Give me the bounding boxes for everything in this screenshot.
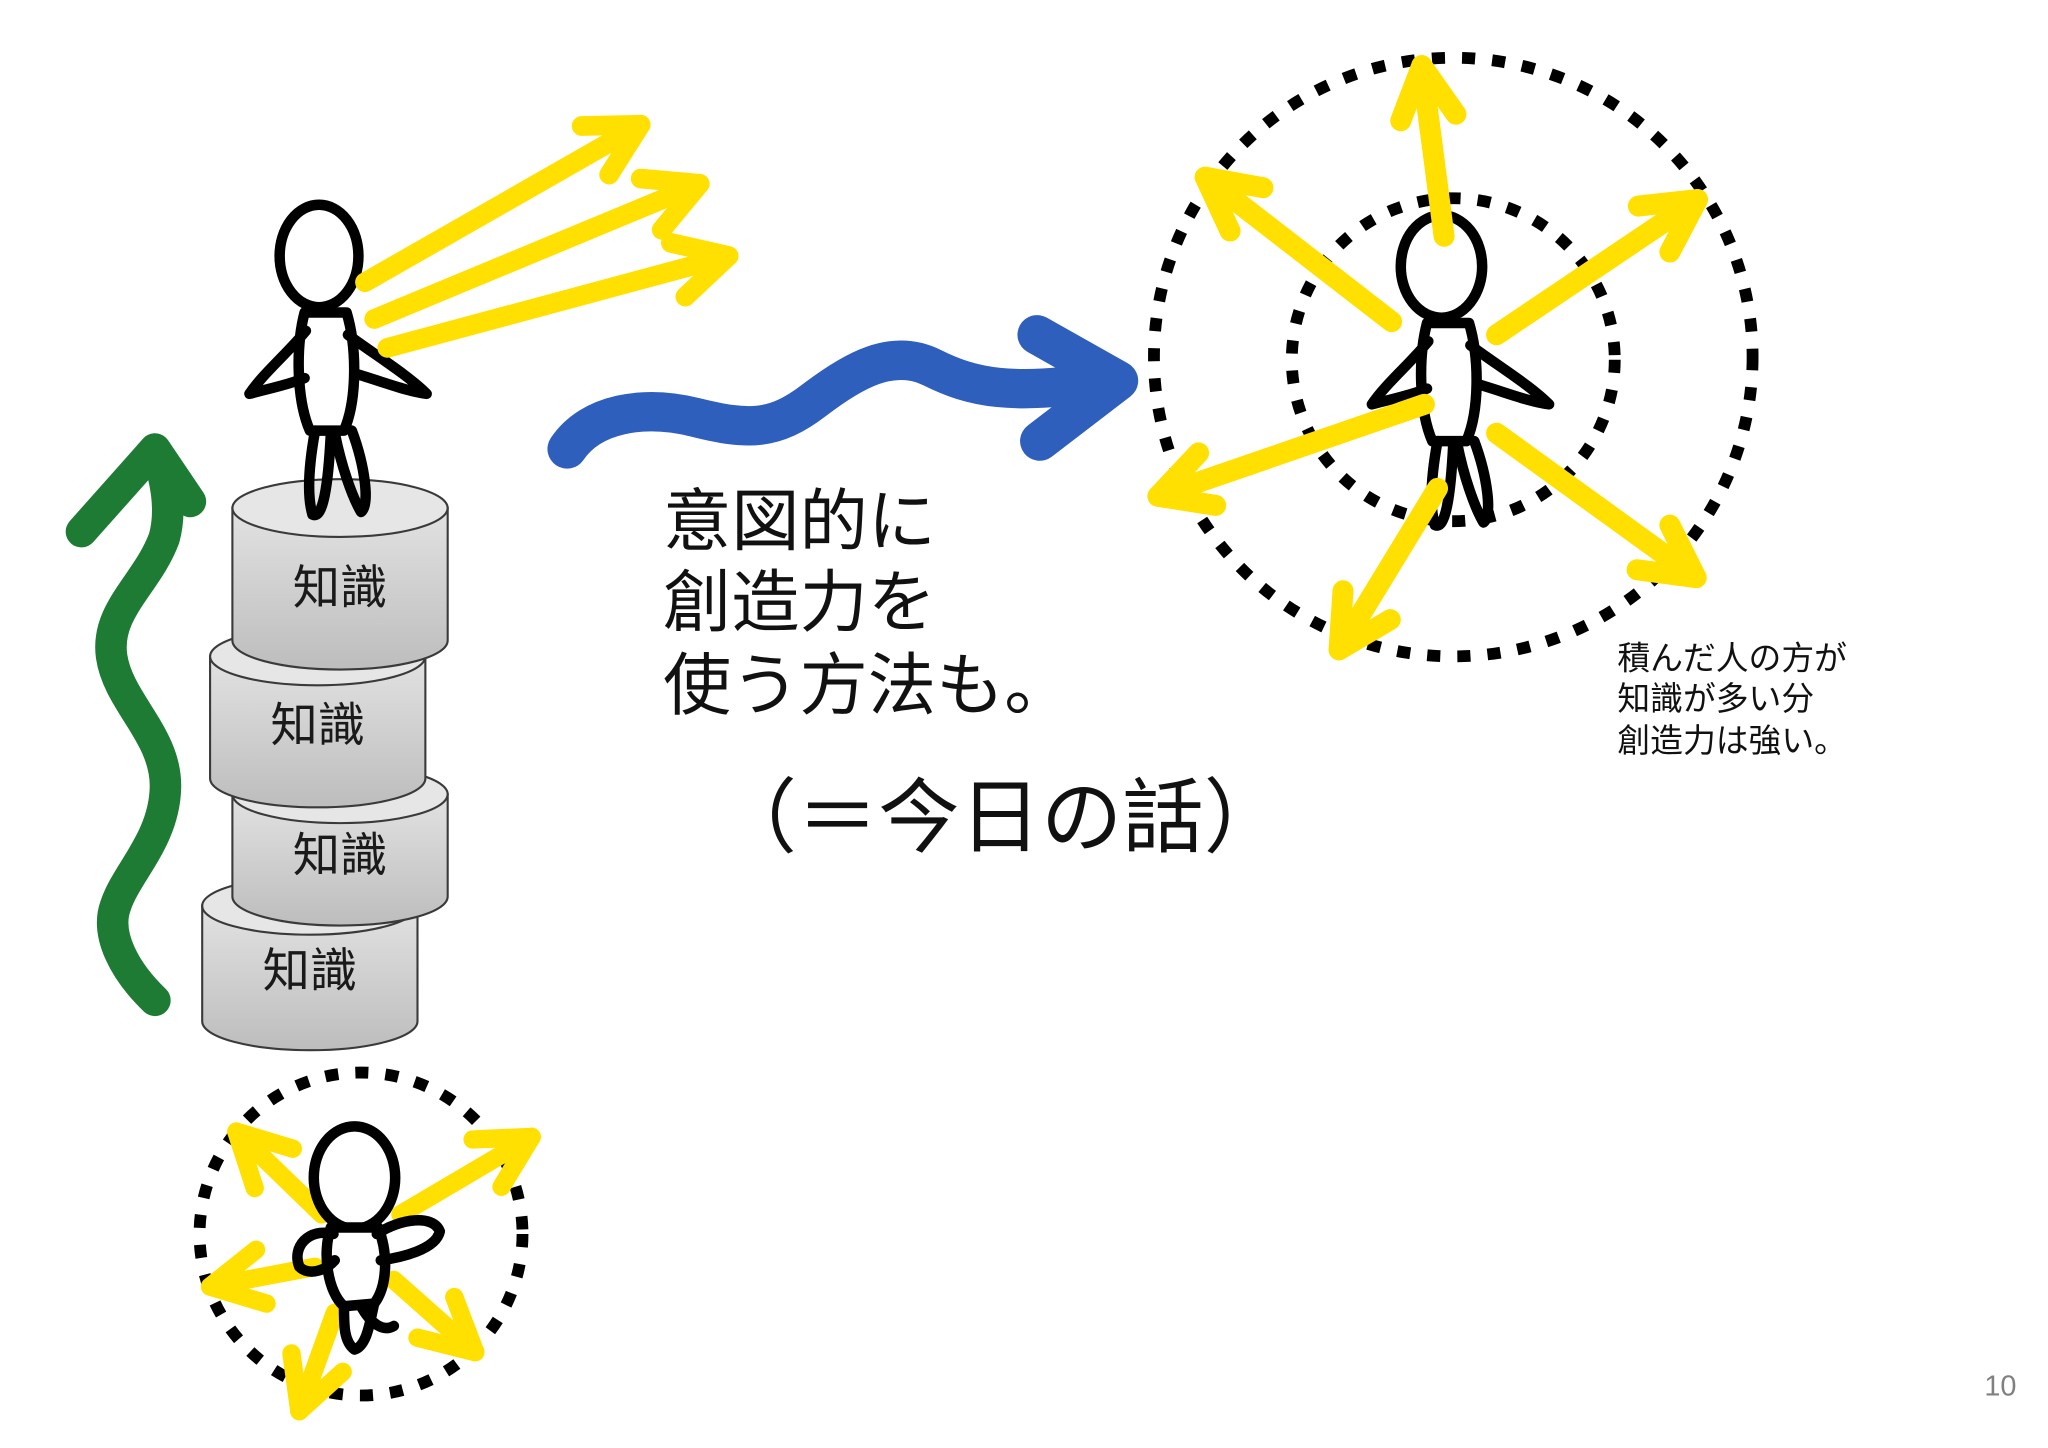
dotted-circle-icon [1148,51,1759,663]
side-note-line: 創造力は強い。 [1617,722,1847,760]
arrow-shaft [364,173,710,329]
large-reach-creativity-arrows [1147,55,1708,661]
main-message-line: 創造力を [663,564,936,643]
knowledge-cylinder-1: 知識 [231,478,449,671]
arrow-head [200,1240,276,1313]
figure-right-arm [371,1215,446,1266]
arrow-head [1328,580,1401,661]
yellow-arrow-icon [384,1270,485,1362]
cylinder-icon [231,506,449,671]
arrow-head [1627,189,1708,263]
cylinder-label: 知識 [293,829,388,884]
yellow-arrow-icon [227,1122,331,1224]
arrow-shaft [1147,393,1435,507]
arrow-shaft [1328,477,1449,661]
arrow-head [630,168,710,240]
dotted-circle-icon [193,1066,529,1402]
arrow-head [1147,442,1227,516]
cylinder-icon [231,793,449,927]
arrow-shaft [355,114,651,293]
page-number: 10 [1984,1370,2016,1402]
yellow-arrow-icon [391,1127,541,1224]
wavy-right-arrow-icon [547,315,1139,469]
yellow-arrow-icon [1328,477,1449,661]
main-message-line: 使う方法も。 [663,647,1072,726]
stick-figure-icon [292,1121,446,1355]
yellow-arrow-icon [355,114,651,293]
figure-left-leg [303,425,337,521]
cylinder-label: 知識 [263,944,358,999]
figure-left-arm [244,325,312,400]
stacked-person-creativity-arrows [355,114,739,358]
figure-left-leg [1426,435,1459,531]
arrow-head [227,1122,302,1198]
cylinder-icon [209,655,427,809]
arrow-shaft [1194,166,1403,333]
dotted-circle-icon [1285,192,1621,528]
arrow-head [1626,514,1707,589]
yellow-arrow-icon [1194,166,1403,333]
arrow-shaft [1486,422,1707,589]
arrow-head [463,1127,541,1196]
large-reach-boundary [1148,51,1759,663]
figure-right-leg [329,425,371,518]
growth-arrow-head [65,433,207,548]
yellow-arrow-icon [1486,422,1707,589]
transition-arrow-head [1017,315,1139,461]
cylinder-top [231,478,449,538]
arrow-head [408,1287,485,1362]
side-note-line: 知識が多い分 [1617,680,1814,718]
yellow-arrow-icon [1147,393,1435,516]
arrow-shaft [391,1127,541,1224]
arrow-head [571,114,651,185]
figure-left-arm [292,1227,341,1277]
arrow-head [661,233,739,307]
yellow-arrow-icon [364,168,710,329]
cylinder-icon [201,904,419,1052]
knowledge-stack: 知識 知識 知識 知識 [201,478,449,1052]
yellow-arrow-icon [377,233,739,358]
cylinder-label: 知識 [293,561,388,616]
side-note: 積んだ人の方が 知識が多い分 創造力は強い。 [1617,640,1847,761]
arrow-shaft [1486,189,1708,346]
knowledge-cylinder-2: 知識 [209,626,427,809]
main-message-line: 意図的に [663,483,936,562]
figure-right-leg [1451,435,1494,528]
yellow-arrow-icon [1390,55,1467,247]
arrow-shaft [377,246,739,358]
today-topic: （＝今日の話） [715,770,1285,865]
figure-head [274,199,364,313]
main-message: 意図的に 創造力を 使う方法も。 [663,483,1072,726]
figure-left-arm [1366,336,1434,410]
figure-right-arm [342,329,432,400]
stick-figure-icon [1366,210,1555,531]
yellow-arrow-icon [1486,189,1708,346]
side-note-line: 積んだ人の方が [1617,640,1847,678]
arrow-head [282,1344,352,1421]
arrow-head [1390,55,1467,132]
figure-head [308,1121,401,1235]
growth-arrow-shaft [95,437,184,1017]
figure-right-arm [1465,340,1555,410]
yellow-arrow-icon [282,1303,352,1421]
wavy-up-arrow-icon [65,433,207,1017]
arrow-shaft [1411,55,1455,247]
transition-arrow-shaft [547,340,1130,469]
stick-figure-icon [244,199,432,521]
figure-right-leg [355,1300,400,1334]
arrow-head [1194,166,1274,242]
cylinder-label: 知識 [270,699,365,754]
